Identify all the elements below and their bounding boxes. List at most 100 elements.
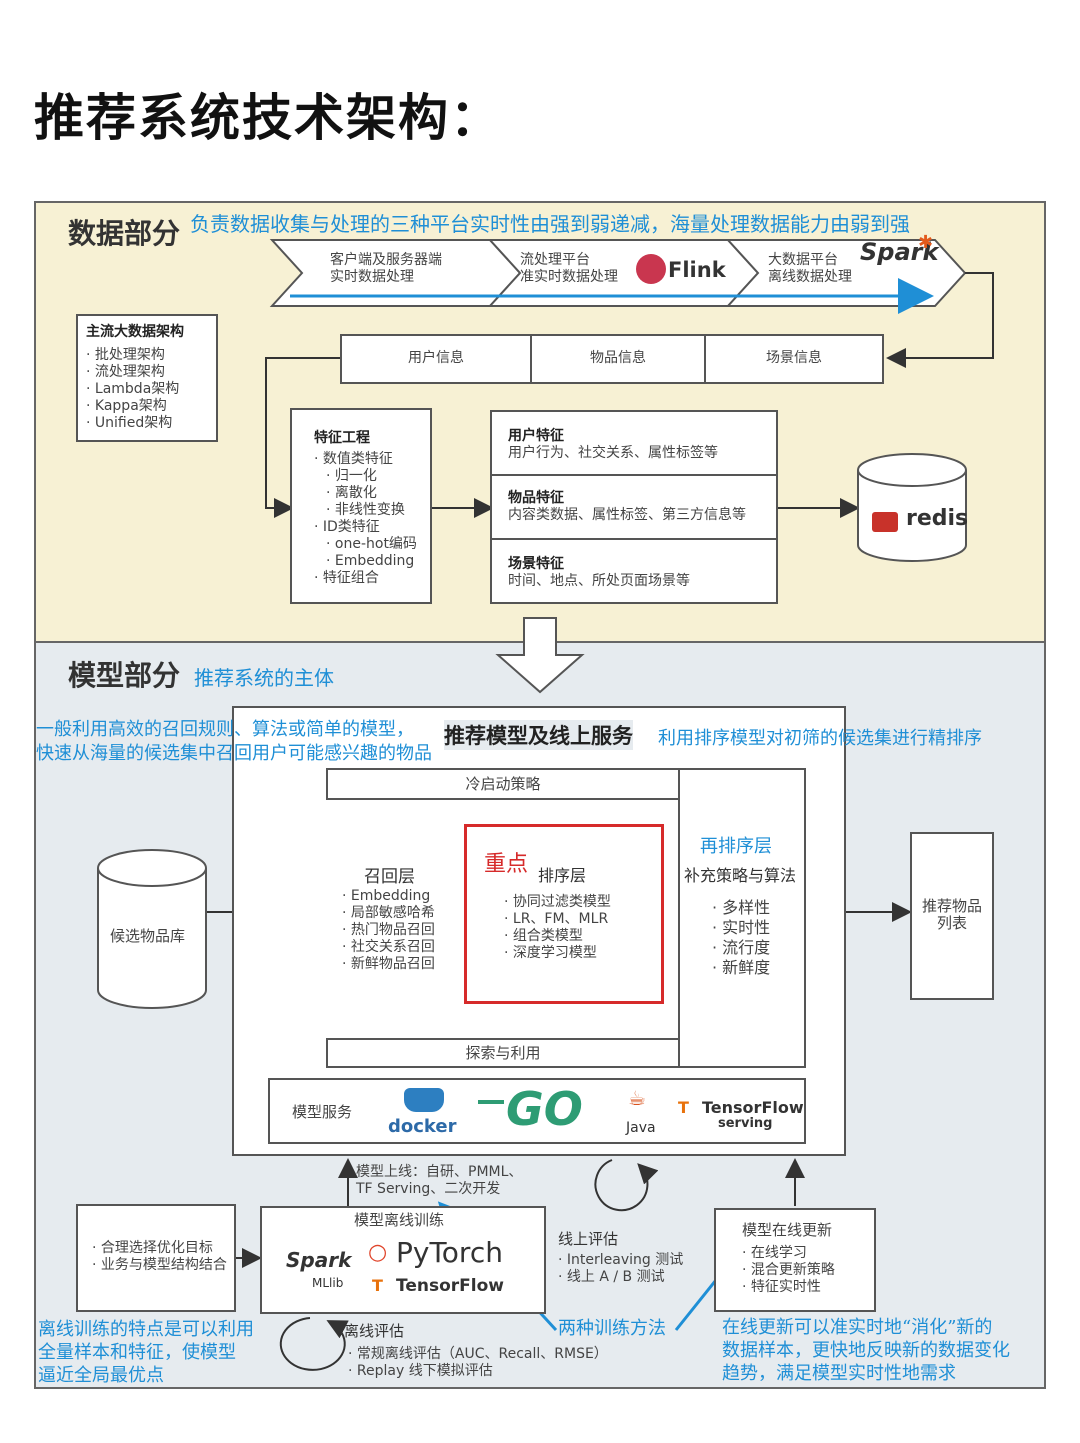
feature-engineering-title: 特征工程 bbox=[314, 430, 370, 446]
redis-logo-icon bbox=[872, 512, 898, 532]
online-eval-items: · Interleaving 测试 · 线上 A / B 测试 bbox=[558, 1252, 683, 1286]
list-item: · 协同过滤类模型 bbox=[504, 894, 611, 910]
tensorflow-serving-logo: TensorFlow bbox=[702, 1098, 804, 1117]
tensorflow-icon: T bbox=[678, 1098, 689, 1117]
list-item: · 批处理架构 bbox=[86, 347, 165, 363]
offline-training-box bbox=[260, 1206, 546, 1314]
go-logo: GO bbox=[506, 1082, 583, 1136]
list-item: · 多样性 bbox=[712, 898, 771, 917]
online-eval-title: 线上评估 bbox=[558, 1230, 619, 1248]
list-item: · 局部敏感哈希 bbox=[342, 905, 435, 921]
list-item: · Unified架构 bbox=[86, 415, 173, 431]
list-item: · 社交关系召回 bbox=[342, 939, 435, 955]
rerank-box bbox=[678, 768, 806, 1068]
list-item: · 归一化 bbox=[326, 468, 377, 484]
list-item: · 热门物品召回 bbox=[342, 922, 435, 938]
online-update-annotation: 在线更新可以准实时地“消化”新的 数据样本，更快地反映新的数据变化 趋势，满足模… bbox=[722, 1317, 1010, 1384]
data-section-label: 数据部分 bbox=[68, 217, 181, 250]
flink-logo-text: Flink bbox=[668, 258, 726, 282]
mainstream-title: 主流大数据架构 bbox=[86, 324, 184, 340]
platform-bigdata: 大数据平台 离线数据处理 bbox=[768, 252, 852, 285]
list-item: · 常规离线评估（AUC、Recall、RMSE） bbox=[348, 1346, 608, 1362]
java-logo: Java bbox=[626, 1120, 656, 1136]
list-item: · Kappa架构 bbox=[86, 398, 167, 414]
rerank-title: 再排序层 bbox=[700, 836, 772, 857]
pytorch-logo: PyTorch bbox=[396, 1236, 503, 1269]
explore-exploit-box: 探索与利用 bbox=[326, 1038, 680, 1068]
list-item: · Lambda架构 bbox=[86, 381, 180, 397]
recall-items: · Embedding · 局部敏感哈希 · 热门物品召回 · 社交关系召回 ·… bbox=[342, 888, 435, 973]
key-point-badge: 重点 bbox=[484, 852, 529, 877]
two-methods-annotation: 两种训练方法 bbox=[558, 1318, 666, 1339]
java-cup-icon: ☕ bbox=[628, 1086, 646, 1110]
list-item: · 特征组合 bbox=[314, 570, 379, 586]
model-section-label: 模型部分 bbox=[68, 659, 181, 692]
rank-highlight-frame bbox=[464, 824, 664, 1004]
list-item: · Replay 线下模拟评估 bbox=[348, 1363, 493, 1379]
list-item: · Interleaving 测试 bbox=[558, 1252, 684, 1268]
candidate-db-label: 候选物品库 bbox=[110, 927, 186, 945]
list-item: · 流行度 bbox=[712, 938, 771, 957]
offline-eval-items: · 常规离线评估（AUC、Recall、RMSE） · Replay 线下模拟评… bbox=[348, 1346, 608, 1380]
tensorflow-logo: TensorFlow bbox=[396, 1276, 504, 1296]
list-item: · Embedding bbox=[326, 553, 415, 569]
service-title: 推荐模型及线上服务 bbox=[444, 720, 633, 750]
item-features-box: 物品特征 内容类数据、属性标签、第三方信息等 bbox=[490, 474, 778, 540]
flink-logo-icon bbox=[636, 254, 666, 284]
mainstream-architecture-box: 主流大数据架构 · 批处理架构 · 流处理架构 · Lambda架构 · Kap… bbox=[76, 314, 218, 442]
item-info-box: 物品信息 bbox=[530, 334, 706, 384]
docker-logo: docker bbox=[388, 1116, 457, 1137]
list-item: · 混合更新策略 bbox=[742, 1262, 835, 1278]
go-speed-lines-icon bbox=[478, 1100, 504, 1104]
list-item: · 流处理架构 bbox=[86, 364, 165, 380]
list-item: · 合理选择优化目标 bbox=[92, 1240, 213, 1256]
list-item: · 线上 A / B 测试 bbox=[558, 1269, 665, 1285]
list-item: · 深度学习模型 bbox=[504, 945, 597, 961]
cold-start-box: 冷启动策略 bbox=[326, 768, 680, 800]
offline-training-annotation: 离线训练的特点是可以利用 全量样本和特征，使模型 逼近全局最优点 bbox=[38, 1319, 254, 1386]
tensorflow-training-icon: T bbox=[372, 1276, 383, 1295]
user-info-box: 用户信息 bbox=[340, 334, 532, 384]
optimization-goal-box: · 合理选择优化目标 · 业务与模型结构结合 bbox=[76, 1204, 236, 1312]
big-down-arrow bbox=[495, 617, 585, 694]
recall-layer-title: 召回层 bbox=[364, 867, 415, 887]
model-section-annotation: 推荐系统的主体 bbox=[194, 666, 334, 690]
list-item: · 特征实时性 bbox=[742, 1279, 821, 1295]
rerank-items: · 多样性 · 实时性 · 流行度 · 新鲜度 bbox=[712, 898, 770, 978]
redis-label: redis bbox=[906, 506, 969, 531]
list-item: · 新鲜度 bbox=[712, 958, 771, 977]
list-item: · 离散化 bbox=[326, 485, 377, 501]
user-features-box: 用户特征 用户行为、社交关系、属性标签等 bbox=[490, 410, 778, 476]
spark-star-icon: ✱ bbox=[918, 232, 934, 253]
model-service-box bbox=[268, 1078, 806, 1144]
platform-client: 客户端及服务器端 实时数据处理 bbox=[330, 252, 442, 285]
rerank-subtitle: 补充策略与算法 bbox=[684, 866, 797, 885]
data-section-annotation: 负责数据收集与处理的三种平台实时性由强到弱递减，海量处理数据能力由弱到强 bbox=[190, 212, 910, 236]
deploy-note: 模型上线：自研、PMML、 TF Serving、二次开发 bbox=[356, 1164, 523, 1197]
rank-items: · 协同过滤类模型 · LR、FM、MLR · 组合类模型 · 深度学习模型 bbox=[504, 894, 611, 962]
feature-engineering-box: 特征工程 · 数值类特征 · 归一化 · 离散化 · 非线性变换 · ID类特征… bbox=[290, 408, 432, 604]
rank-annotation: 利用排序模型对初筛的候选集进行精排序 bbox=[658, 728, 982, 749]
offline-training-title: 模型离线训练 bbox=[354, 1211, 445, 1229]
online-update-title: 模型在线更新 bbox=[742, 1221, 833, 1239]
model-service-label: 模型服务 bbox=[292, 1103, 353, 1121]
redis-cylinder bbox=[857, 453, 967, 562]
page-title: 推荐系统技术架构： bbox=[34, 89, 502, 147]
online-update-box: 模型在线更新 · 在线学习 · 混合更新策略 · 特征实时性 bbox=[714, 1208, 876, 1312]
pytorch-flame-icon: ○ bbox=[368, 1240, 388, 1265]
list-item: · 实时性 bbox=[712, 918, 771, 937]
scene-features-box: 场景特征 时间、地点、所处页面场景等 bbox=[490, 538, 778, 604]
platform-stream: 流处理平台 准实时数据处理 bbox=[520, 252, 618, 285]
list-item: · LR、FM、MLR bbox=[504, 911, 609, 927]
list-item: · 组合类模型 bbox=[504, 928, 583, 944]
spark-logo: Spark bbox=[860, 238, 939, 266]
mllib-label: MLlib bbox=[312, 1276, 344, 1290]
result-list-box: 推荐物品 列表 bbox=[910, 832, 994, 1000]
scene-info-box: 场景信息 bbox=[704, 334, 884, 384]
list-item: · 非线性变换 bbox=[326, 502, 405, 518]
list-item: · 在线学习 bbox=[742, 1245, 807, 1261]
candidate-db-cylinder bbox=[97, 849, 207, 1009]
list-item: · ID类特征 bbox=[314, 519, 380, 535]
offline-eval-title: 离线评估 bbox=[344, 1322, 405, 1340]
list-item: · 新鲜物品召回 bbox=[342, 956, 435, 972]
